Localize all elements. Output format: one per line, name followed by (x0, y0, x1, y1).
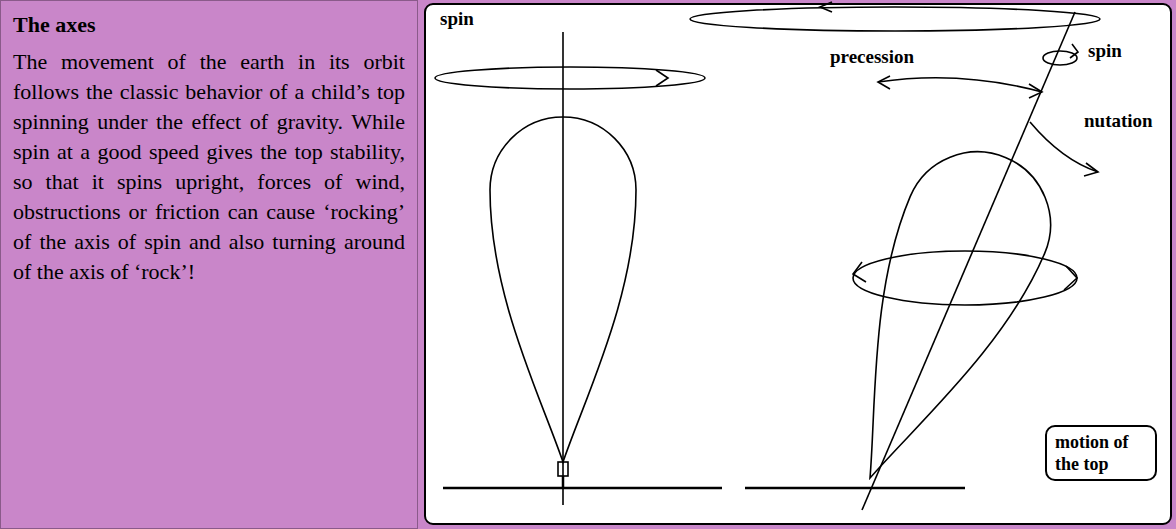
ground-line (443, 487, 722, 490)
figure-label: precession (828, 46, 916, 68)
top-stem (558, 462, 568, 476)
body-text: The movement of the earth in its orbit f… (13, 47, 405, 287)
heading-text: The axes (13, 11, 405, 39)
spin-axis (562, 32, 564, 505)
figure-label: spin (1086, 40, 1124, 62)
top-body (490, 117, 636, 462)
precession-arrow (878, 78, 1042, 92)
arrow-head (1064, 266, 1077, 290)
arrow-head (1029, 84, 1042, 98)
ground-line (745, 487, 965, 490)
arrow-head (878, 76, 890, 89)
illustration-panel (425, 4, 1171, 524)
text-panel: The axesThe movement of the earth in its… (0, 0, 418, 529)
arrow-head (1084, 163, 1098, 176)
figure-label: spin (438, 8, 476, 30)
precession-path-ellipse (853, 251, 1077, 305)
tilted-axis (862, 12, 1075, 510)
spin-ellipse-small (1043, 51, 1077, 65)
tilted-top-body (803, 129, 1073, 506)
arrow-head (853, 262, 866, 282)
arrow-head (656, 70, 668, 86)
arrow-head (820, 2, 832, 12)
caption-text: motion of the top (1055, 431, 1147, 475)
figure-label: nutation (1082, 110, 1155, 132)
precession-ellipse (690, 7, 1100, 31)
arrow-head (1070, 44, 1078, 58)
spin-ellipse (435, 67, 705, 89)
caption-box: motion of the top (1045, 425, 1157, 481)
top-tip (562, 476, 565, 488)
